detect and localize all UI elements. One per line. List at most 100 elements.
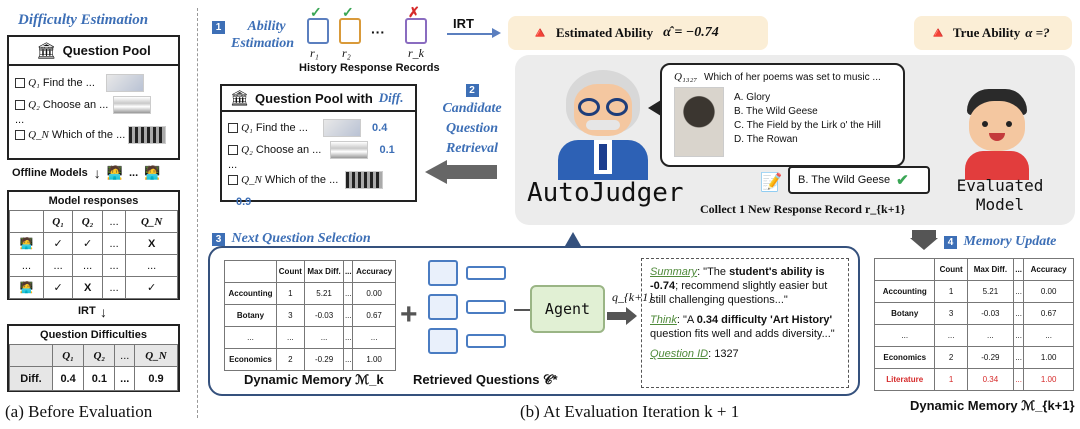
down-arrow-icon: ↓	[100, 304, 107, 320]
pool-diff-title: Question Pool with	[255, 90, 373, 106]
records-caption: History Response Records	[299, 62, 440, 74]
table-cell: ✓	[125, 276, 178, 299]
table-cell: 1.00	[1023, 346, 1074, 369]
panel-divider	[197, 8, 198, 418]
document-icon	[339, 18, 361, 44]
table-cell: ...	[1012, 302, 1025, 325]
table-cell: ✓	[72, 232, 103, 255]
table-cell: ...	[72, 254, 103, 277]
table-cell: 1	[934, 280, 968, 303]
option-b: B. The Wild Geese	[734, 106, 818, 117]
arrow-head-icon	[492, 28, 501, 38]
memory-k-caption: Dynamic Memory ℳ_k	[244, 372, 384, 387]
model-responses-box: Model responses Q₁ Q₂ ... Q_N 🧑‍💻 ✓ ✓ ..…	[7, 190, 180, 300]
model-responses-title: Model responses	[48, 195, 139, 207]
table-cell: ...	[343, 282, 354, 305]
checkbox-icon	[228, 175, 238, 186]
question-text: Which of the ...	[264, 174, 339, 186]
retrieved-questions-icon	[428, 260, 510, 360]
table-cell: 0.00	[1023, 280, 1074, 303]
true-ability-label: True Ability	[952, 25, 1021, 40]
memory-k1-caption: Dynamic Memory ℳ_{k+1}	[910, 398, 1075, 413]
question-id: Q₁	[28, 77, 40, 89]
estimated-ability-badge: 🔺 Estimated Ability α̂ = −0.74	[508, 16, 768, 50]
table-cell: ...	[9, 254, 44, 277]
question-text: Choose an ...	[255, 144, 322, 156]
document-icon	[405, 18, 427, 44]
step-number: 4	[944, 236, 957, 249]
models-ellipsis: ...	[128, 167, 139, 179]
table-row: Diff. 0.4 0.1 ... 0.9	[9, 366, 178, 391]
table-cell: ...	[224, 326, 277, 349]
evaluated-line1: Evaluated	[956, 176, 1044, 195]
image-thumbnail	[345, 171, 384, 190]
true-ability-badge: 🔺 True Ability α =?	[914, 16, 1072, 50]
checkbox-icon	[15, 78, 25, 89]
table-header-row: Count Max Diff. ... Accuracy	[873, 258, 1074, 281]
model-avatar-icon: 🧑‍💻	[144, 165, 161, 180]
table-cell: ...	[275, 326, 305, 349]
question-id: Q_N	[28, 129, 49, 141]
table-cell: ✓	[42, 276, 74, 299]
table-cell: ...	[1023, 324, 1074, 347]
bust-image	[674, 87, 724, 157]
question-id: Q₁₃₂₇	[674, 71, 698, 83]
table-cell: ...	[114, 366, 135, 391]
table-row: ...............	[224, 326, 396, 349]
table-row: 🧑‍💻 ✓ ✓ ... X	[9, 232, 178, 255]
step1-label: 1 Ability	[212, 17, 286, 35]
table-cell: ...	[114, 344, 135, 367]
record-label: r₂	[342, 46, 351, 60]
checkbox-icon	[15, 100, 25, 111]
question-difficulties-title: Question Difficulties	[40, 329, 147, 341]
table-cell: -0.29	[966, 346, 1014, 369]
table-cell: Accuracy	[1023, 258, 1074, 281]
table-cell: -0.03	[966, 302, 1014, 325]
table-cell: ...	[966, 324, 1014, 347]
estimated-label: Estimated Ability	[555, 25, 654, 40]
check-icon: ✔	[896, 172, 909, 189]
table-cell: Q₁	[42, 210, 74, 233]
difficulties-table: Q₁ Q₂ ... Q_N Diff. 0.4 0.1 ... 0.9	[9, 344, 178, 391]
museum-icon: 🏛	[230, 90, 250, 107]
question-id: Q₁	[241, 122, 253, 134]
pyramid-icon: 🔺	[928, 25, 948, 42]
table-cell: Botany	[873, 302, 936, 325]
document-icon	[307, 18, 329, 44]
think-label: Think	[650, 314, 677, 326]
plus-icon: +	[400, 298, 418, 331]
step-number: 2	[465, 84, 479, 97]
table-cell: X	[72, 276, 103, 299]
table-cell: 5.21	[303, 282, 345, 305]
table-cell: ...	[303, 326, 345, 349]
table-row: ...............	[873, 324, 1074, 347]
table-cell	[9, 210, 44, 233]
records-dots: ···	[371, 24, 385, 40]
pool-diff-question-n: Q_N Which of the ... 0.9	[228, 169, 409, 213]
option-c: C. The Field by the Lirk o' the Hill	[734, 120, 881, 131]
question-id: Q₂	[241, 144, 253, 156]
step1-line1: Ability	[247, 19, 286, 34]
table-cell: Q₂	[72, 210, 103, 233]
pool-diff-ellipsis: ...	[228, 159, 238, 171]
table-row: 🧑‍💻 ✓ X ... ✓	[9, 276, 178, 299]
table-cell: Count	[275, 260, 305, 283]
table-cell: 0.9	[134, 366, 178, 391]
table-cell: ...	[343, 326, 354, 349]
table-cell: ✓	[42, 232, 74, 255]
model-avatar-icon: 🧑‍💻	[9, 232, 44, 255]
step-number: 1	[212, 21, 225, 34]
pool-diff-header: 🏛 Question Pool with Diff.	[222, 86, 415, 112]
step2-line1: Candidate	[442, 101, 502, 116]
pool-question-n: Q_N Which of the ...	[15, 124, 172, 146]
pool-question-1: Q₁ Find the ...	[15, 72, 172, 94]
table-cell: ...	[1012, 346, 1025, 369]
table-cell: ...	[101, 254, 127, 277]
table-cell: 1	[934, 368, 968, 391]
summary-bold: student's ability is -0.74	[650, 266, 825, 292]
